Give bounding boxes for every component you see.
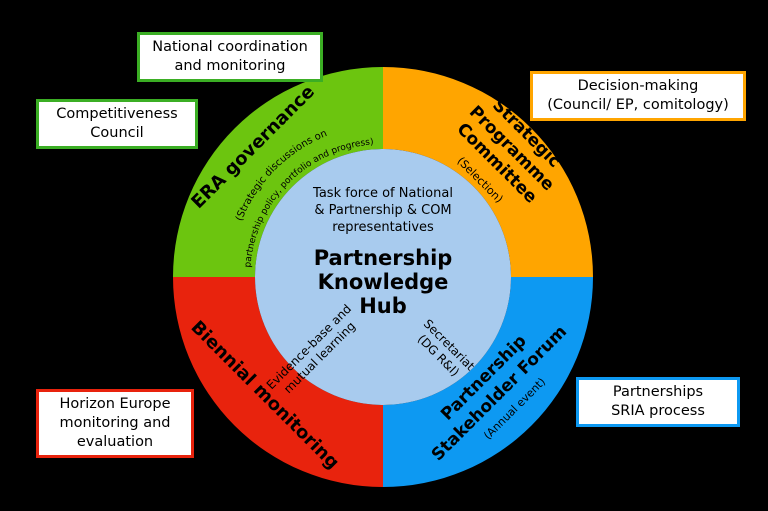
competitiveness-council-line1: Competitiveness (56, 106, 178, 122)
hub-title: Partnership Knowledge Hub (314, 246, 453, 318)
taskforce-line1: Task force of National (312, 186, 453, 201)
competitiveness-council-line2: Council (90, 125, 144, 142)
ring-quadrants (173, 67, 593, 487)
taskforce-line2: & Partnership & COM (314, 203, 451, 218)
knowledge-hub-circle (255, 149, 511, 405)
competitiveness-council-box: Competitiveness Council (36, 99, 198, 150)
partnerships-sria-line2: SRIA process (611, 403, 705, 420)
decision-making-line2: (Council/ EP, comitology) (547, 97, 729, 114)
national-coordination-line2: and monitoring (174, 58, 286, 75)
horizon-europe-line3: evaluation (76, 434, 154, 451)
partnerships-sria-line1: Partnerships (612, 384, 704, 400)
era-governance-quadrant (173, 67, 383, 277)
strategic-programme-quadrant (383, 67, 593, 277)
hub-title-line3: Hub (359, 294, 407, 318)
hub-title-line2: Knowledge (318, 270, 449, 294)
taskforce-line3: representatives (332, 220, 434, 235)
stakeholder-forum-quadrant (383, 277, 593, 487)
horizon-europe-box: Horizon Europe monitoring and evaluation (36, 389, 194, 459)
hub-taskforce-text: Task force of National & Partnership & C… (312, 186, 453, 235)
national-coordination-line1: National coordination (152, 39, 308, 55)
biennial-monitoring-quadrant (173, 277, 383, 487)
horizon-europe-line1: Horizon Europe (59, 396, 171, 412)
hub-title-line1: Partnership (314, 246, 453, 270)
partnerships-sria-box: Partnerships SRIA process (576, 377, 740, 428)
decision-making-box: Decision-making (Council/ EP, comitology… (530, 71, 746, 122)
horizon-europe-line2: monitoring and (59, 415, 171, 432)
national-coordination-box: National coordination and monitoring (137, 32, 323, 83)
decision-making-line1: Decision-making (577, 78, 699, 94)
